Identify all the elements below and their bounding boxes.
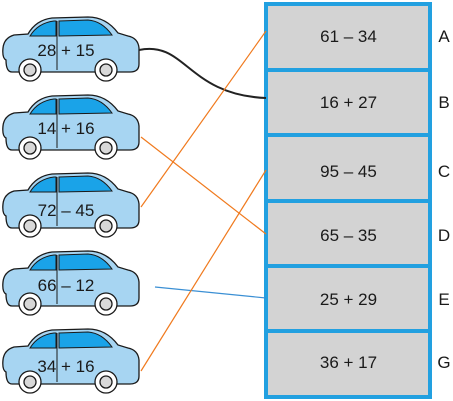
- box-letter: G: [437, 353, 451, 372]
- car-expression: 28 + 15: [37, 41, 95, 60]
- connection-line: [140, 30, 267, 208]
- box-letter: C: [437, 162, 451, 181]
- box-column: [264, 2, 432, 399]
- box-expression: 95 – 45: [320, 162, 377, 181]
- box-letter: E: [438, 290, 450, 309]
- connection-line: [154, 286, 267, 299]
- box-letter: A: [438, 27, 450, 46]
- box-expression: 16 + 27: [319, 93, 378, 112]
- car-expression: 72 – 45: [37, 201, 95, 220]
- car-expression: 14 + 16: [37, 119, 95, 138]
- box-expression: 25 + 29: [319, 290, 378, 309]
- box-expression: 61 – 34: [320, 27, 377, 46]
- car-expression: 34 + 16: [37, 357, 95, 376]
- box-expression: 65 – 35: [320, 226, 377, 245]
- connection-line: [140, 169, 267, 372]
- box-letter: D: [437, 226, 451, 245]
- car-expression: 66 – 12: [37, 276, 95, 295]
- box-expression: 36 + 17: [319, 353, 378, 372]
- box-letter: B: [438, 93, 450, 112]
- connection-line: [140, 136, 267, 235]
- connection-line: [138, 47, 267, 99]
